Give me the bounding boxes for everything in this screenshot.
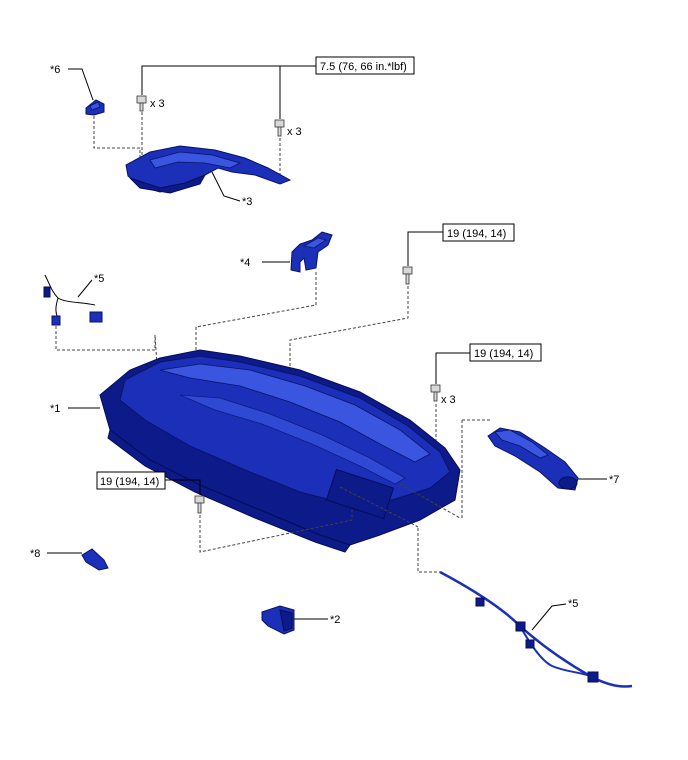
quantity-2: x 3 xyxy=(287,126,302,138)
bolt-c xyxy=(402,266,413,285)
dash-4 xyxy=(195,272,317,360)
torque-box-1 xyxy=(315,56,415,75)
dash-bolt-e xyxy=(199,510,353,553)
dash-inner-a xyxy=(339,486,419,528)
callout-8: *8 xyxy=(30,548,40,560)
part-8 xyxy=(81,548,109,571)
dash-5b xyxy=(417,528,440,573)
dash-5a xyxy=(55,326,158,366)
torque-box-3 xyxy=(469,343,542,362)
callout-7: *7 xyxy=(609,474,619,486)
torque-label-2: 19 (194, 14) xyxy=(447,228,506,240)
part-3 xyxy=(125,145,292,194)
callout-5-lower: *5 xyxy=(568,598,578,610)
torque-label-1: 7.5 (76, 66 in.*lbf) xyxy=(320,61,407,73)
part-1 xyxy=(99,349,461,553)
callout-2: *2 xyxy=(330,614,340,626)
dash-6 xyxy=(93,116,141,160)
part-5-upper xyxy=(43,274,103,326)
part-6 xyxy=(85,99,105,116)
bolt-a xyxy=(136,95,147,112)
torque-leader-3 xyxy=(435,352,470,384)
part-7 xyxy=(487,427,579,491)
dash-inner-b xyxy=(399,483,461,519)
bolt-d xyxy=(430,384,441,402)
leader-5b xyxy=(531,603,567,631)
callout-5-upper: *5 xyxy=(94,273,104,285)
torque-box-4 xyxy=(96,471,166,490)
torque-leader-1a xyxy=(141,65,316,95)
bolt-e xyxy=(194,495,205,514)
dash-bolt-c xyxy=(289,286,409,395)
callout-4: *4 xyxy=(240,257,250,269)
torque-box-2 xyxy=(442,223,515,242)
torque-label-4: 19 (194, 14) xyxy=(100,476,159,488)
callout-1: *1 xyxy=(50,403,60,415)
leader-6 xyxy=(68,68,94,101)
callout-3: *3 xyxy=(242,196,252,208)
part-4 xyxy=(290,231,333,273)
torque-leader-2 xyxy=(407,231,443,266)
leader-5a xyxy=(77,279,93,298)
callout-6: *6 xyxy=(50,64,60,76)
quantity-3: x 3 xyxy=(441,394,456,406)
bolt-b xyxy=(274,119,285,137)
leader-3 xyxy=(211,171,241,202)
part-2 xyxy=(261,605,295,635)
quantity-1: x 3 xyxy=(150,98,165,110)
torque-leader-4 xyxy=(165,479,201,495)
torque-label-3: 19 (194, 14) xyxy=(474,348,533,360)
part-5-lower xyxy=(439,570,633,688)
